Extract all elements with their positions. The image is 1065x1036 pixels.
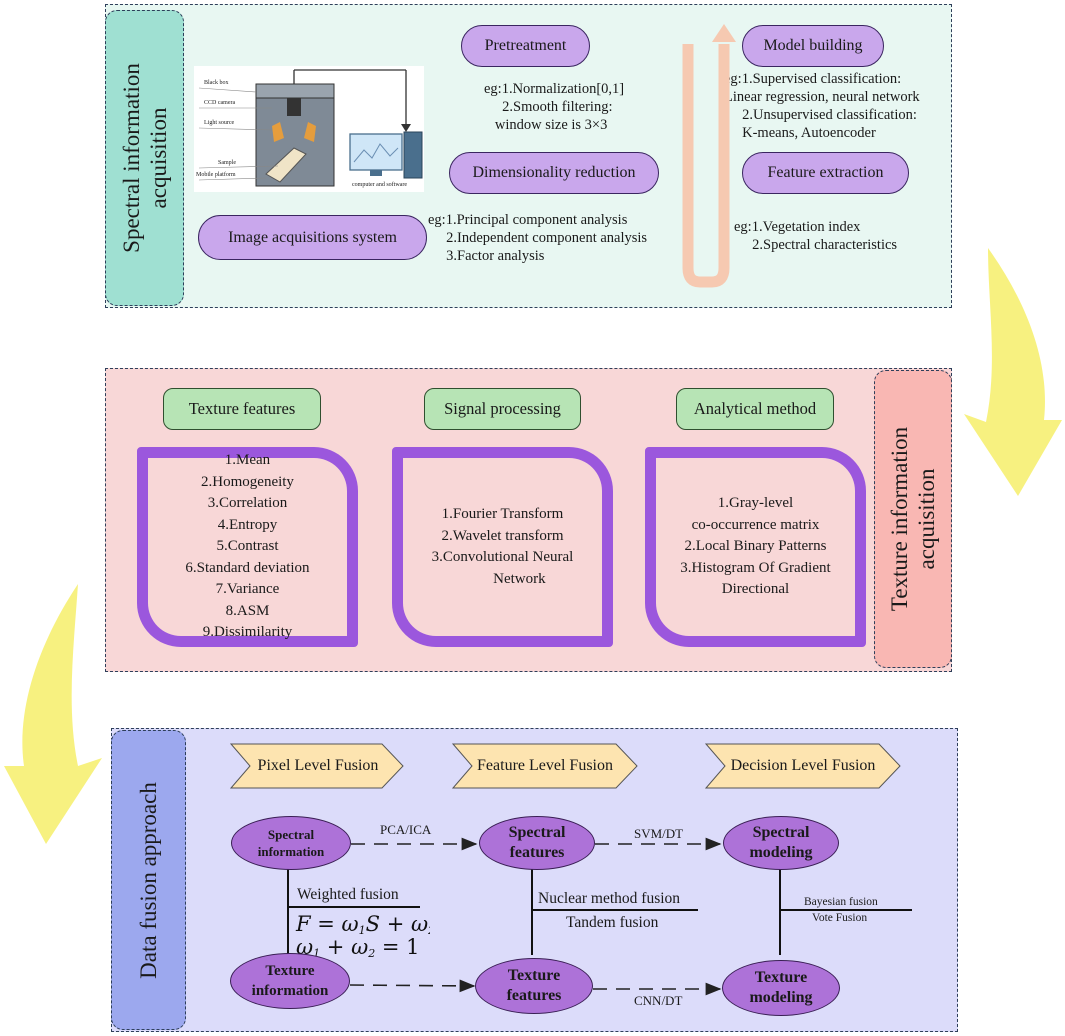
- pretreatment-pill: Pretreatment: [461, 25, 590, 67]
- node-texture-modeling: Texture modeling: [722, 960, 840, 1016]
- node-spectral-features: Spectral features: [479, 816, 595, 870]
- texture-features-items: 1.Mean 2.Homogeneity 3.Correlation 4.Ent…: [185, 452, 310, 641]
- weighted-fusion-formula: F = ω1S + ω2T ω1 + ω2 = 1: [290, 907, 451, 960]
- signal-processing-items: 1.Fourier Transform 2.Wavelet transform …: [431, 506, 574, 587]
- edge-label-svm-dt: SVM/DT: [634, 826, 684, 841]
- apparatus-image: Black box CCD camera Light source Sample…: [194, 66, 424, 192]
- apparatus-label-ccd-camera: CCD camera: [204, 100, 236, 106]
- svg-text:F = ω1S + ω2T: F = ω1S + ω2T: [295, 912, 430, 937]
- feature-extraction-pill: Feature extraction: [742, 152, 909, 194]
- texture-side-label: Texture information acquisition: [874, 370, 952, 668]
- model-building-pill: Model building: [742, 25, 884, 67]
- image-acquisition-pill: Image acquisitions system: [198, 215, 427, 260]
- texture-features-header: Texture features: [163, 388, 321, 430]
- vote-fusion-label: Vote Fusion: [812, 912, 868, 924]
- dimensionality-note: eg:1.Principal component analysis 2.Inde…: [428, 212, 648, 264]
- node-texture-information: Texture information: [230, 953, 350, 1009]
- pixel-level-chevron: [230, 743, 404, 789]
- edge-label-cnn-dt: CNN/DT: [634, 993, 683, 1008]
- texture-features-list: 1.Mean 2.Homogeneity 3.Correlation 4.Ent…: [137, 447, 358, 647]
- spectral-side-label: Spectral information acquisition: [105, 10, 184, 306]
- apparatus-label-mobile-platform: Mobile platform: [196, 172, 236, 178]
- feature-extraction-note: eg:1.Vegetation index 2.Spectral charact…: [734, 219, 898, 253]
- node-spectral-modeling: Spectral modeling: [723, 816, 839, 870]
- analytical-method-items: 1.Gray-level co-occurrence matrix 2.Loca…: [680, 495, 831, 598]
- weighted-fusion-label: Weighted fusion: [297, 886, 399, 903]
- dimensionality-reduction-pill: Dimensionality reduction: [449, 152, 659, 194]
- apparatus-label-light-source: Light source: [204, 120, 235, 126]
- feature-level-label: Feature Level Fusion: [477, 757, 613, 774]
- fusion-side-label: Data fusion approach: [111, 730, 186, 1030]
- bayesian-fusion-label: Bayesian fusion: [804, 896, 878, 908]
- feature-level-chevron: [452, 743, 638, 789]
- apparatus-drawing: [198, 69, 423, 187]
- apparatus-label-sample: Sample: [218, 160, 236, 166]
- curved-arrow-right: [964, 248, 1062, 496]
- pixel-level-label: Pixel Level Fusion: [257, 757, 379, 774]
- apparatus-label-computer: computer and software: [352, 182, 407, 188]
- node-texture-features: Texture features: [475, 958, 593, 1014]
- u-flow-arrow: [682, 24, 736, 288]
- node-spectral-information: Spectral information: [231, 816, 351, 870]
- apparatus-label-black-box: Black box: [204, 80, 229, 86]
- pretreatment-note: eg:1.Normalization[0,1] 2.Smooth filteri…: [484, 81, 625, 133]
- analytical-method-list: 1.Gray-level co-occurrence matrix 2.Loca…: [645, 447, 866, 647]
- decision-level-chevron: [705, 743, 901, 789]
- nuclear-fusion-label: Nuclear method fusion: [538, 890, 681, 907]
- curved-arrow-left: [4, 584, 102, 844]
- tandem-fusion-label: Tandem fusion: [566, 914, 659, 931]
- analytical-method-header: Analytical method: [676, 388, 834, 430]
- edge-label-pca-ica: PCA/ICA: [380, 822, 432, 837]
- decision-level-label: Decision Level Fusion: [730, 757, 876, 774]
- signal-processing-list: 1.Fourier Transform 2.Wavelet transform …: [392, 447, 613, 647]
- signal-processing-header: Signal processing: [424, 388, 581, 430]
- model-building-note: eg:1.Supervised classification: Linear r…: [724, 71, 920, 141]
